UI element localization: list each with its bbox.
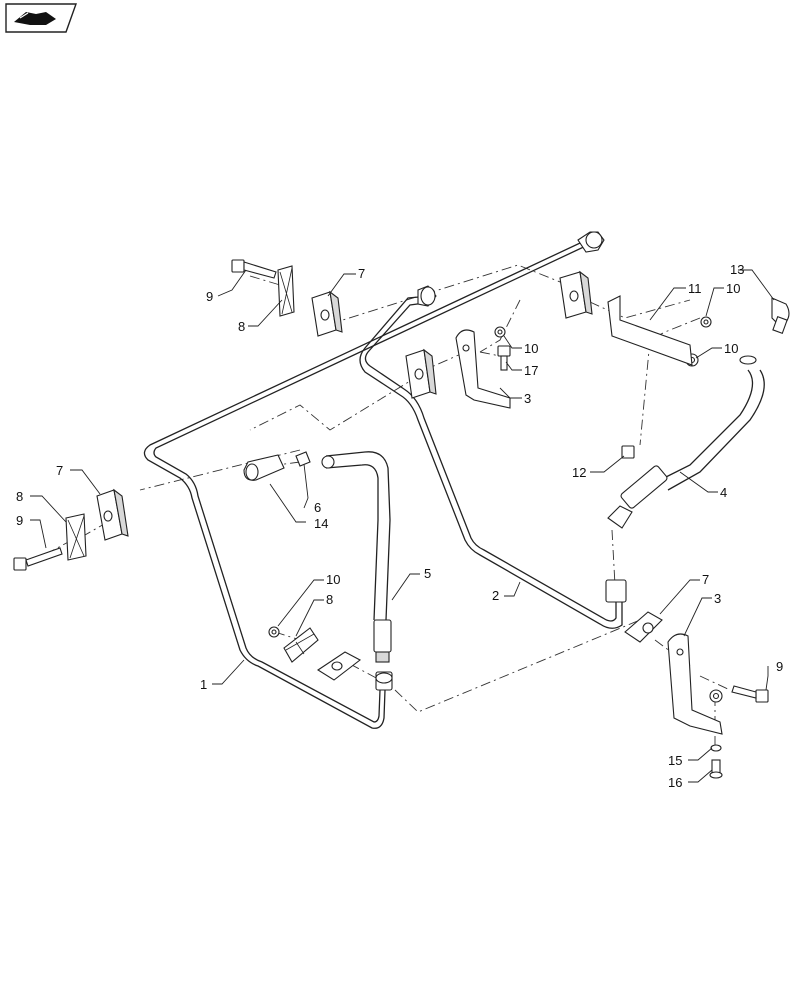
callout-10-a: 10 <box>726 281 740 296</box>
hose-4 <box>607 355 765 529</box>
callout-9-left: 9 <box>16 513 23 528</box>
nut-10-b <box>700 316 712 328</box>
pipe-1 <box>143 231 605 729</box>
callout-2: 2 <box>492 588 499 603</box>
callout-10-c: 10 <box>724 341 738 356</box>
screw-12 <box>621 445 635 459</box>
callout-13: 13 <box>730 262 744 277</box>
callout-3-upper: 3 <box>524 391 531 406</box>
bracket-11 <box>607 295 693 366</box>
callout-labels: 9 7 8 11 10 13 10 10 17 3 12 4 7 8 9 6 1… <box>16 262 783 790</box>
callout-7-top: 7 <box>358 266 365 281</box>
clamp-7-mid <box>405 348 437 399</box>
plate-8-left <box>65 513 87 561</box>
bolt-9-top <box>231 259 277 279</box>
callout-6: 6 <box>314 500 321 515</box>
leader-lines <box>30 269 775 783</box>
page-arrow-icon[interactable] <box>5 3 77 33</box>
bracket-3-lower <box>667 633 723 735</box>
callout-11: 11 <box>688 281 702 296</box>
nut-10-d <box>268 626 280 638</box>
callout-14: 14 <box>314 516 328 531</box>
callout-7-left: 7 <box>56 463 63 478</box>
hose-5 <box>321 451 393 691</box>
callout-4: 4 <box>720 485 727 500</box>
callout-8-lower: 8 <box>326 592 333 607</box>
clamp-7-upper <box>559 270 593 319</box>
callout-16: 16 <box>668 775 682 790</box>
nut-10-a <box>494 326 506 338</box>
callout-3-lower: 3 <box>714 591 721 606</box>
screw-17 <box>497 345 511 371</box>
callout-9-top: 9 <box>206 289 213 304</box>
plate-8-lower <box>283 627 319 663</box>
clamp-7-top <box>311 290 343 337</box>
fitting-pipe-end <box>605 579 627 603</box>
bracket-3-upper <box>455 329 511 409</box>
callout-8-top: 8 <box>238 319 245 334</box>
screw-16 <box>709 759 723 779</box>
fitting-6 <box>295 451 311 467</box>
fitting-13 <box>771 297 790 334</box>
clamp-7-lower <box>316 651 362 681</box>
callout-5: 5 <box>424 566 431 581</box>
callout-10-d: 10 <box>326 572 340 587</box>
callout-12: 12 <box>572 465 586 480</box>
clamp-7-left <box>96 488 129 541</box>
callout-8-left: 8 <box>16 489 23 504</box>
callout-10-b: 10 <box>524 341 538 356</box>
nut-10-e <box>709 689 723 703</box>
fitting-14 <box>243 454 285 481</box>
plate-8-top <box>277 265 295 317</box>
washer-15 <box>710 744 722 752</box>
pipe-2 <box>359 285 623 629</box>
callout-9-right: 9 <box>776 659 783 674</box>
callout-15: 15 <box>668 753 682 768</box>
callout-17: 17 <box>524 363 538 378</box>
bolt-9-left <box>13 547 63 571</box>
bolt-9-right <box>731 685 769 703</box>
callout-1: 1 <box>200 677 207 692</box>
callout-7-right: 7 <box>702 572 709 587</box>
clamp-7-right <box>624 611 663 643</box>
